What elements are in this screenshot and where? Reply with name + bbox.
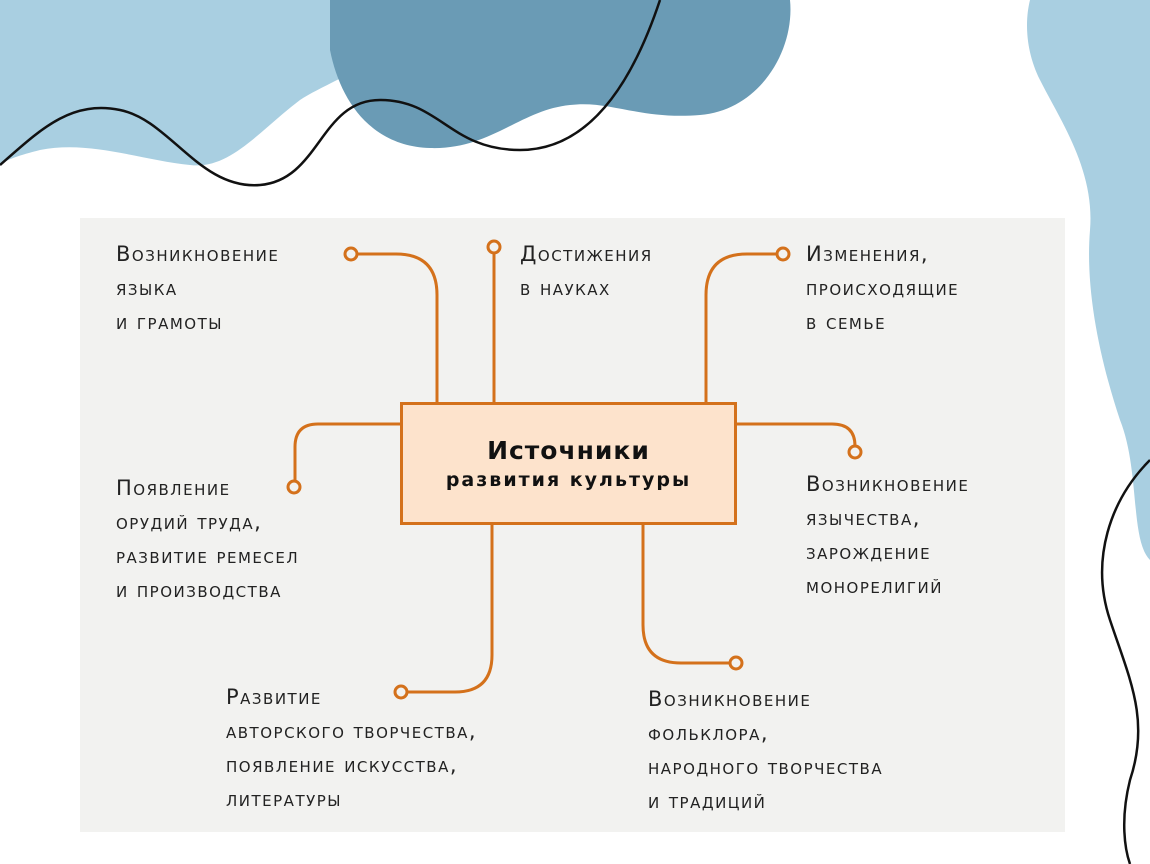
node-text: народного творчества [648,755,884,779]
node-text: Появление [116,476,231,500]
connector-tools [293,422,400,481]
central-topic-title: Источники [487,436,650,465]
node-dot-art [393,684,409,700]
node-dot-sciences [486,239,502,255]
wavy-line-right [1100,459,1150,864]
node-text: в науках [520,276,611,300]
node-family: Изменения, происходящие в семье [806,237,959,339]
node-tools: Появление орудий труда, развитие ремесел… [116,471,299,607]
node-text: Возникновение [116,242,280,266]
node-text: языка [116,276,178,300]
node-text: происходящие [806,276,960,300]
node-text: орудий труда, [116,510,263,534]
node-text: Развитие [226,685,322,709]
diagram-panel [80,218,1065,832]
right-blue-blob [1027,0,1150,560]
node-text: монорелигий [806,574,943,598]
node-text: Изменения, [806,242,930,266]
node-text: зарождение [806,540,932,564]
wavy-line-top [0,0,662,187]
node-dot-tools [286,479,302,495]
node-text: и традиций [648,789,767,813]
node-dot-paganism [847,444,863,460]
node-language: Возникновение языка и грамоты [116,237,279,339]
node-art: Развитие авторского творчества, появлени… [226,680,477,816]
node-text: и грамоты [116,310,223,334]
node-text: язычества, [806,506,921,530]
node-dot-language [343,246,359,262]
node-text: Возникновение [806,472,970,496]
dark-blue-blob [330,0,791,149]
connector-family [704,252,777,402]
node-text: литературы [226,787,343,811]
light-blue-blob [0,0,420,166]
central-topic-subtitle: развития культуры [445,469,692,491]
connector-folklore [641,524,730,665]
node-folklore: Возникновение фольклора, народного творч… [648,682,883,818]
node-sciences: Достижения в науках [520,237,653,305]
connector-language [357,252,439,402]
node-text: Возникновение [648,687,812,711]
node-text: появление искусства, [226,753,459,777]
node-text: фольклора, [648,721,770,745]
node-text: в семье [806,310,887,334]
node-text: развитие ремесел [116,544,300,568]
central-topic-box: Источники развития культуры [400,402,737,525]
node-text: и производства [116,578,282,602]
node-text: Достижения [520,242,653,266]
node-paganism: Возникновение язычества, зарождение моно… [806,467,969,603]
node-text: авторского творчества, [226,719,478,743]
node-dot-folklore [728,655,744,671]
connector-art [407,524,494,694]
connector-paganism [737,422,857,447]
node-dot-family [775,246,791,262]
